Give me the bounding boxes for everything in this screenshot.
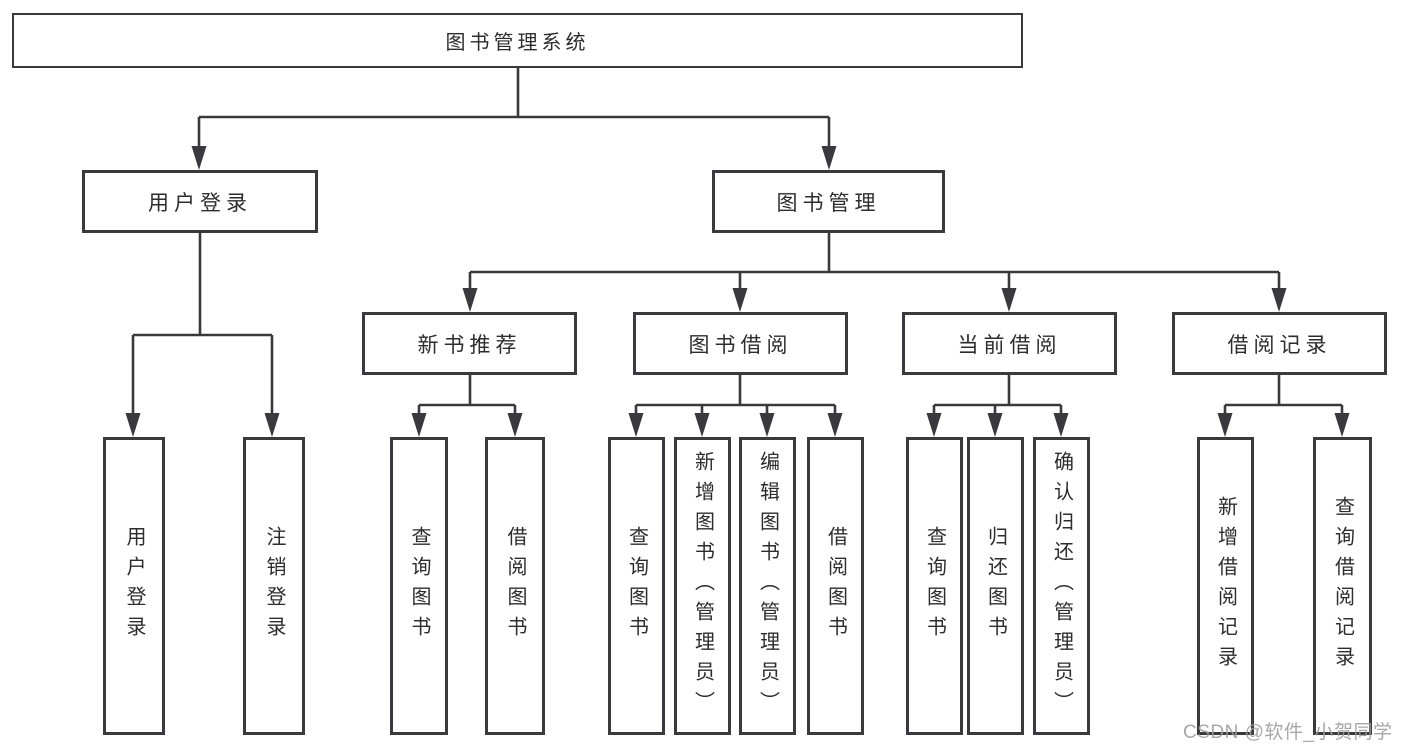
leaf-query-borrow-record-label: 查询借阅记录 [1331, 496, 1354, 676]
leaf-borrow-borrow-book: 借阅图书 [807, 437, 864, 735]
leaf-current-query-book-label: 查询图书 [923, 526, 946, 646]
leaf-edit-book-admin: 编辑图书（管理员） [739, 437, 796, 735]
node-book-management-branch: 图书管理 [712, 170, 945, 233]
leaf-confirm-return-admin-label: 确认归还（管理员） [1050, 451, 1073, 721]
leaf-add-borrow-record-label: 新增借阅记录 [1214, 496, 1237, 676]
leaf-recommend-borrow-book-label: 借阅图书 [504, 526, 526, 646]
node-current-borrow: 当前借阅 [902, 312, 1117, 375]
leaf-borrow-query-book-label: 查询图书 [625, 526, 648, 646]
node-borrow-record: 借阅记录 [1172, 312, 1387, 375]
leaf-logout-label: 注销登录 [263, 526, 285, 646]
leaf-return-book: 归还图书 [967, 437, 1024, 735]
leaf-borrow-query-book: 查询图书 [608, 437, 665, 735]
leaf-add-book-admin-label: 新增图书（管理员） [691, 451, 714, 721]
leaf-edit-book-admin-label: 编辑图书（管理员） [756, 451, 779, 721]
leaf-user-login: 用户登录 [103, 437, 165, 735]
leaf-query-borrow-record: 查询借阅记录 [1313, 437, 1372, 735]
leaf-logout: 注销登录 [243, 437, 305, 735]
csdn-watermark: CSDN @软件_小贺同学 [1183, 722, 1393, 743]
leaf-recommend-query-book: 查询图书 [390, 437, 448, 735]
node-library-management-system: 图书管理系统 [12, 13, 1023, 68]
leaf-confirm-return-admin: 确认归还（管理员） [1033, 437, 1090, 735]
node-user-login-branch: 用户登录 [82, 170, 318, 233]
leaf-current-query-book: 查询图书 [906, 437, 963, 735]
leaf-return-book-label: 归还图书 [984, 526, 1007, 646]
node-new-book-recommend: 新书推荐 [362, 312, 577, 375]
leaf-add-book-admin: 新增图书（管理员） [674, 437, 731, 735]
leaf-add-borrow-record: 新增借阅记录 [1197, 437, 1254, 735]
leaf-user-login-label: 用户登录 [123, 526, 145, 646]
leaf-borrow-borrow-book-label: 借阅图书 [824, 526, 847, 646]
node-book-borrow: 图书借阅 [633, 312, 848, 375]
leaf-recommend-query-book-label: 查询图书 [408, 526, 430, 646]
leaf-recommend-borrow-book: 借阅图书 [485, 437, 545, 735]
